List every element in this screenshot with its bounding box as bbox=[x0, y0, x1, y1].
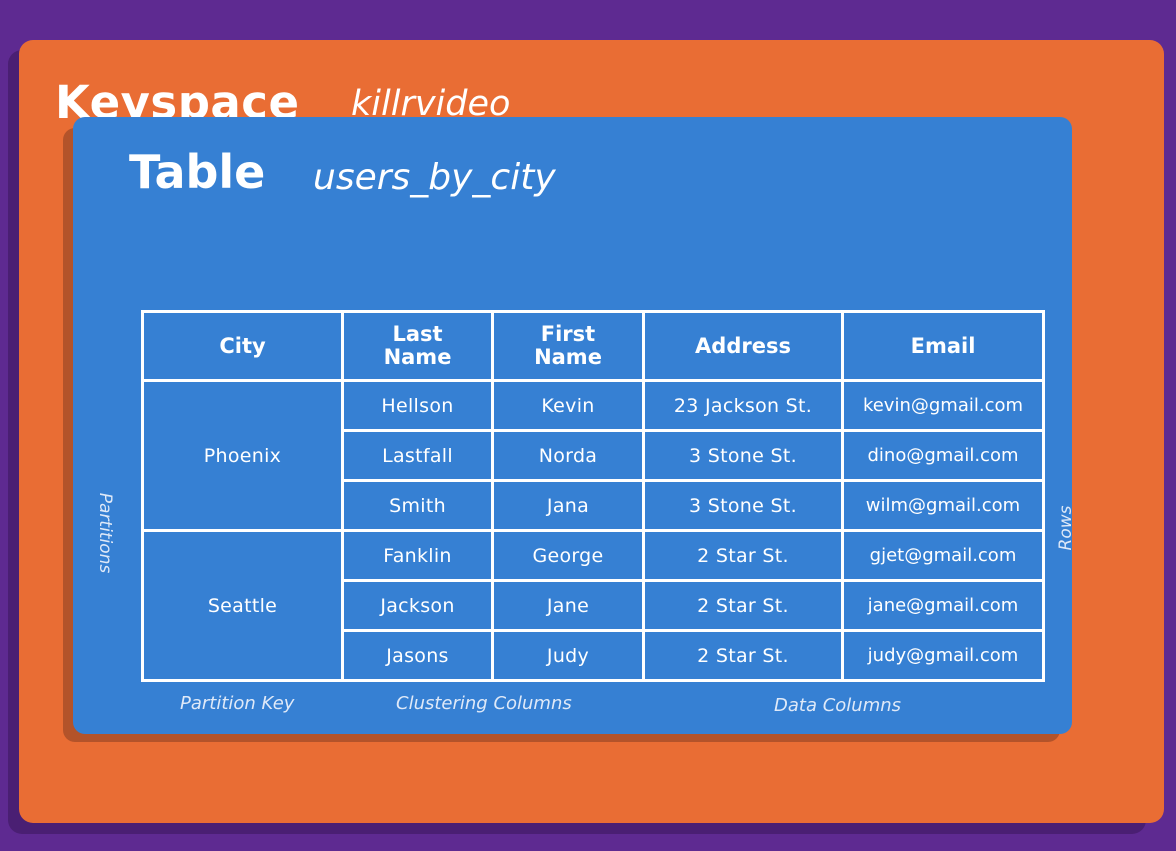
cell-email: judy@gmail.com bbox=[841, 629, 1045, 682]
cell-first-name: Kevin bbox=[491, 379, 645, 432]
cell-address: 2 Star St. bbox=[642, 529, 844, 582]
header-email: Email bbox=[841, 310, 1045, 382]
table-row: Smith Jana 3 Stone St. wilm@gmail.com bbox=[143, 479, 1045, 532]
cell-first-name: Jana bbox=[491, 479, 645, 532]
data-columns-label: Data Columns bbox=[774, 695, 902, 716]
cell-address: 3 Stone St. bbox=[642, 429, 844, 482]
clustering-columns-label: Clustering Columns bbox=[396, 693, 572, 714]
table-row: Seattle Fanklin George 2 Star St. gjet@g… bbox=[141, 529, 1045, 682]
cell-last-name: Smith bbox=[341, 479, 494, 532]
cell-first-name: Jane bbox=[491, 579, 645, 632]
table-row: Jasons Judy 2 Star St. judy@gmail.com bbox=[143, 629, 1045, 682]
cell-email: dino@gmail.com bbox=[841, 429, 1045, 482]
cell-last-name: Hellson bbox=[341, 379, 494, 432]
cell-last-name: Jackson bbox=[341, 579, 494, 632]
rows-label: Rows bbox=[1056, 505, 1076, 551]
cell-first-name: Judy bbox=[491, 629, 645, 682]
header-address: Address bbox=[642, 310, 844, 382]
partition-city: Seattle bbox=[141, 529, 344, 682]
cell-first-name: George bbox=[491, 529, 645, 582]
cell-address: 23 Jackson St. bbox=[642, 379, 844, 432]
cell-last-name: Jasons bbox=[341, 629, 494, 682]
cell-last-name: Fanklin bbox=[341, 529, 494, 582]
cell-email: gjet@gmail.com bbox=[841, 529, 1045, 582]
table-row: Jackson Jane 2 Star St. jane@gmail.com bbox=[143, 579, 1045, 632]
cell-address: 2 Star St. bbox=[642, 579, 844, 632]
cell-email: jane@gmail.com bbox=[841, 579, 1045, 632]
header-city: City bbox=[141, 310, 344, 382]
table-row: Phoenix Hellson Kevin 23 Jackson St. kev… bbox=[141, 379, 1045, 532]
cell-email: wilm@gmail.com bbox=[841, 479, 1045, 532]
cell-last-name: Lastfall bbox=[341, 429, 494, 482]
partitions-label: Partitions bbox=[95, 492, 115, 574]
cell-address: 2 Star St. bbox=[642, 629, 844, 682]
table-row: Lastfall Norda 3 Stone St. dino@gmail.co… bbox=[143, 429, 1045, 482]
partition-key-label: Partition Key bbox=[180, 693, 295, 714]
cell-address: 3 Stone St. bbox=[642, 479, 844, 532]
partition-city: Phoenix bbox=[141, 379, 344, 532]
table-name: users_by_city bbox=[313, 157, 556, 198]
cell-first-name: Norda bbox=[491, 429, 645, 482]
table-label: Table bbox=[129, 145, 266, 199]
cell-email: kevin@gmail.com bbox=[841, 379, 1045, 432]
